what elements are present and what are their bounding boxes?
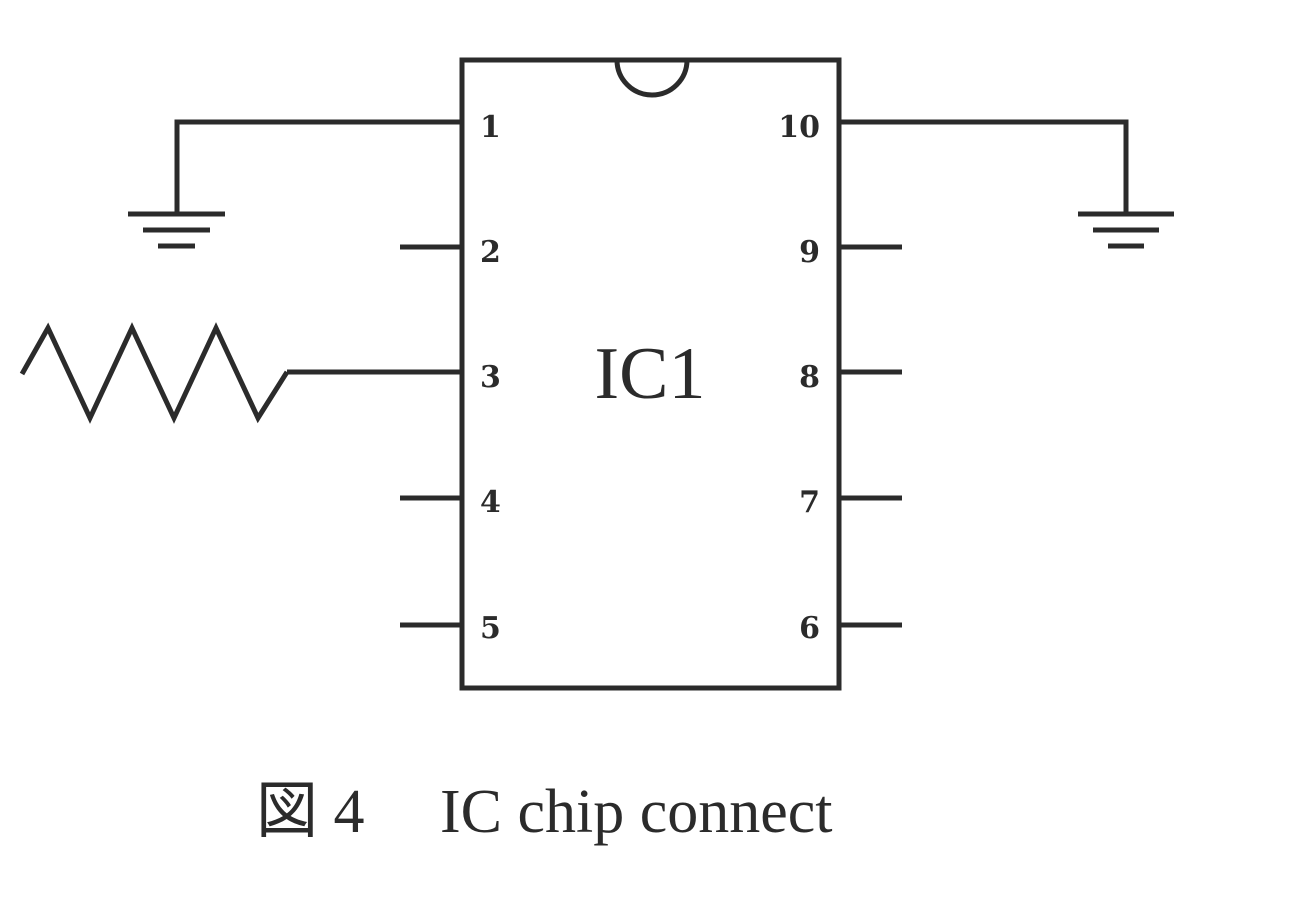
chip-body	[459, 57, 842, 691]
pin1-ground-wire	[174, 119, 462, 214]
pin-label-2: 2	[480, 235, 501, 270]
pin-label-7: 7	[799, 485, 820, 520]
pin-label-10: 10	[778, 110, 820, 145]
chip-label: IC1	[595, 333, 706, 415]
pin-label-3: 3	[480, 360, 501, 395]
figure-caption-text: IC chip connect	[440, 778, 833, 846]
pin10-ground-wire	[839, 119, 1129, 214]
chip-notch	[614, 59, 690, 98]
pin-label-1: 1	[480, 110, 501, 145]
pin-label-4: 4	[480, 485, 501, 520]
ground-icon-right	[1078, 211, 1174, 249]
pin-label-9: 9	[799, 235, 820, 270]
ground-icon-left	[128, 211, 225, 249]
figure-caption-label: 図 4	[256, 778, 365, 846]
pin-label-8: 8	[799, 360, 820, 395]
resistor-icon	[19, 322, 290, 424]
pin-label-5: 5	[480, 611, 501, 646]
pin-label-6: 6	[799, 611, 820, 646]
